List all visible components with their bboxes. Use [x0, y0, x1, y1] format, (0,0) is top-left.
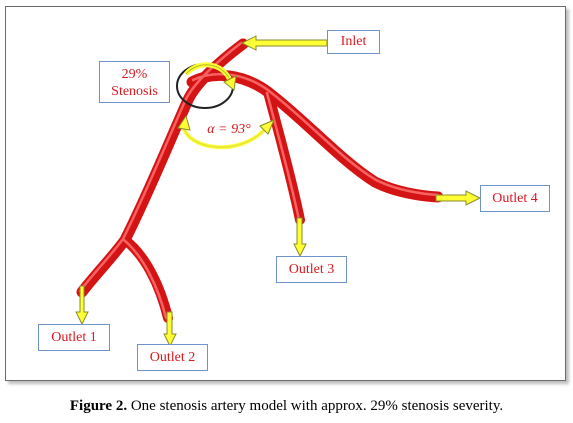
figure-frame	[5, 6, 566, 381]
figure-caption: Figure 2. One stenosis artery model with…	[0, 398, 573, 415]
outlet4-arrow-icon	[435, 190, 482, 206]
inlet-arrow-icon	[240, 35, 328, 51]
outlet3-arrow-icon	[293, 217, 307, 258]
outlet2-label: Outlet 2	[137, 344, 208, 371]
stenosis-label: 29% Stenosis	[99, 61, 170, 103]
outlet4-label: Outlet 4	[480, 185, 550, 212]
inlet-label: Inlet	[327, 30, 380, 54]
branch-outlet4	[262, 86, 444, 203]
outlet1-label: Outlet 1	[38, 324, 110, 351]
caption-text: One stenosis artery model with approx. 2…	[127, 398, 504, 414]
outlet2-arrow-icon	[163, 311, 177, 348]
stenosis-word: Stenosis	[111, 84, 158, 99]
angle-label: α = 93°	[207, 122, 251, 137]
outlet3-label: Outlet 3	[276, 256, 347, 283]
outlet1-arrow-icon	[75, 285, 89, 326]
stenosis-percent: 29%	[121, 67, 148, 82]
caption-figure-number: Figure 2.	[69, 398, 128, 414]
angle-arrowhead-icon	[259, 119, 275, 135]
